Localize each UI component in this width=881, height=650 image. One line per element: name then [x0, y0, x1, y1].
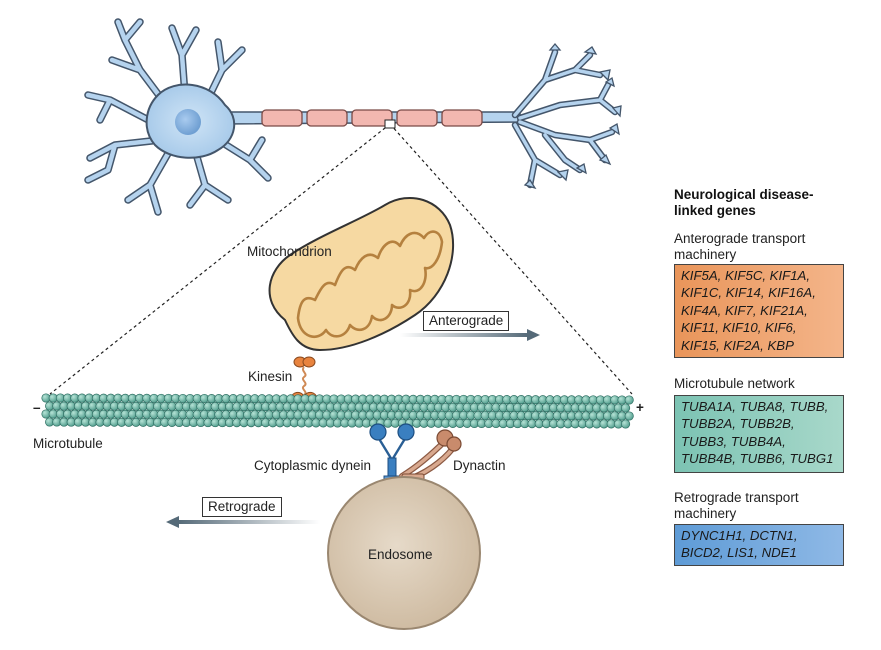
microtubule-label: Microtubule — [33, 436, 103, 451]
endosome-label: Endosome — [368, 547, 433, 562]
left-dendrites-fill — [85, 19, 271, 215]
panel-title: Neurological disease-linked genes — [674, 187, 814, 218]
dynactin-label: Dynactin — [453, 458, 506, 473]
neuron — [84, 18, 622, 216]
microtubule — [41, 393, 634, 429]
tubulin-bead — [624, 411, 634, 421]
anterograde-label: Anterograde — [423, 311, 510, 331]
microtubule-section-title: Microtubule network — [674, 376, 795, 391]
kinesin-motor — [290, 356, 318, 402]
plus-end-label: + — [636, 400, 644, 415]
anterograde-arrow — [400, 329, 540, 341]
endosome — [327, 476, 481, 630]
myelin-sheaths — [261, 109, 483, 127]
retrograde-arrow — [166, 516, 320, 528]
zoom-lines — [49, 123, 633, 395]
minus-end-label: – — [33, 400, 41, 415]
retrograde-genes: DYNC1H1, DCTN1, BICD2, LIS1, NDE1 — [674, 524, 844, 566]
dynactin — [399, 429, 462, 483]
axon-terminals-fill — [513, 50, 617, 187]
retrograde-label: Retrograde — [202, 497, 282, 517]
retrograde-section-title: Retrograde transport machinery — [674, 490, 799, 521]
anterograde-section-title: Anterograde transport machinery — [674, 231, 806, 262]
nucleus — [175, 109, 201, 135]
anterograde-genes: KIF5A, KIF5C, KIF1A, KIF1C, KIF14, KIF16… — [674, 264, 844, 358]
tubulin-bead — [621, 403, 631, 413]
tubulin-bead — [624, 395, 634, 405]
cytoplasmic-dynein-label: Cytoplasmic dynein — [254, 458, 372, 473]
tubulin-bead — [621, 419, 631, 429]
zoom-point — [384, 119, 396, 129]
kinesin-label: Kinesin — [248, 369, 293, 384]
mitochondrion — [268, 196, 455, 352]
mitochondrion-label: Mitochondrion — [247, 244, 332, 259]
microtubule-genes: TUBA1A, TUBA8, TUBB, TUBB2A, TUBB2B, TUB… — [674, 395, 844, 473]
synaptic-boutons — [523, 42, 622, 190]
